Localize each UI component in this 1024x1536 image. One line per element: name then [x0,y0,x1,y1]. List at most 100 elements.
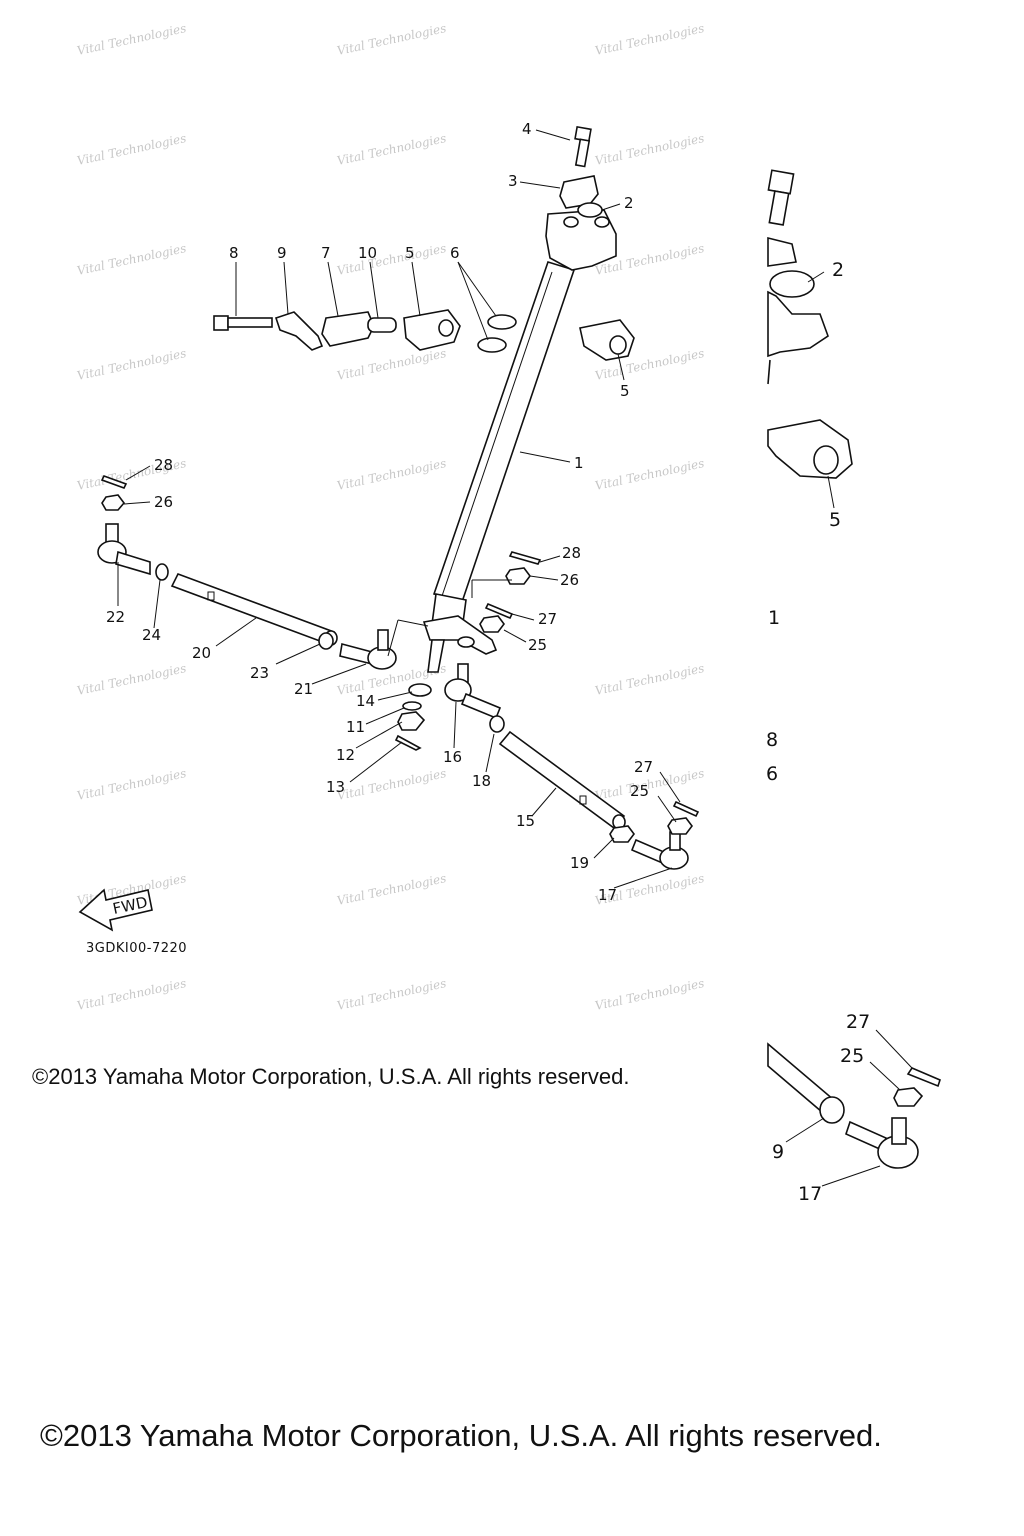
part-label-23: 23 [250,664,269,682]
watermark: Vital Technologies [594,976,706,1013]
washer-part-14 [408,683,432,697]
part-label-5-right: 5 [620,382,630,400]
nut-part-19 [609,825,635,843]
plate-part-7 [321,311,375,347]
bushing-part-2 [577,202,603,218]
watermark-layer: Vital Technologies Vital Technologies Vi… [76,21,706,1013]
part-label-16: 16 [443,748,462,766]
cotter-pin-part-13 [394,734,422,751]
tie-rod-end-part-16 [444,663,502,720]
watermark: Vital Technologies [594,456,706,493]
bolt-part-4 [574,125,592,168]
watermark: Vital Technologies [76,21,188,58]
watermark: Vital Technologies [336,131,448,168]
part-label-28-left: 28 [154,456,173,474]
watermark: Vital Technologies [336,456,448,493]
part-label-21: 21 [294,680,313,698]
part-label-1: 1 [574,454,584,472]
zoom-label-8: 8 [766,729,778,751]
part-label-26-center: 26 [560,571,579,589]
part-label-12: 12 [336,746,355,764]
cotter-pin-part-28-center [508,551,542,565]
plate-part-9 [274,311,324,351]
nut-part-23 [318,632,334,650]
watermark: Vital Technologies [594,661,706,698]
watermark: Vital Technologies [336,766,448,803]
copyright-notice-large: ©2013 Yamaha Motor Corporation, U.S.A. A… [40,1418,882,1453]
part-label-18: 18 [472,772,491,790]
zoom-label-6: 6 [766,763,778,785]
nut-part-12 [397,711,426,731]
leader-lines [117,129,681,889]
part-label-11: 11 [346,718,365,736]
watermark: Vital Technologies [594,131,706,168]
part-label-15: 15 [516,812,535,830]
part-label-24: 24 [142,626,161,644]
part-labels-main: 4 3 2 8 9 7 10 5 6 5 1 28 26 22 24 20 23… [106,120,653,904]
part-label-9: 9 [277,244,287,262]
watermark: Vital Technologies [76,346,188,383]
zoomed-detail-fragment: 2 5 1 8 6 27 25 9 17 [766,169,941,1205]
bolt-part-8 [213,315,273,331]
cotter-pin-part-27-center [484,602,514,620]
zoom-label-27: 27 [846,1011,870,1033]
nut-part-25-right [667,817,693,835]
part-label-10: 10 [358,244,377,262]
nut-part-25-center [479,615,505,633]
nut-part-18 [489,715,505,733]
collar-part-10 [367,317,397,333]
copyright-notice-small: ©2013 Yamaha Motor Corporation, U.S.A. A… [32,1064,630,1089]
part-label-19: 19 [570,854,589,872]
steering-shaft [422,209,617,673]
watermark: Vital Technologies [336,346,448,383]
washer-part-11 [402,701,422,711]
tie-rod-end-part-17 [630,831,689,870]
tie-rod-end-part-21 [339,629,397,670]
part-label-25-center: 25 [528,636,547,654]
nut-part-26-center [505,567,531,585]
washer-part-6 [477,314,517,353]
zoom-label-9: 9 [772,1141,784,1163]
clamp-part-5-left [403,309,461,351]
watermark: Vital Technologies [594,21,706,58]
zoom-label-17: 17 [798,1183,822,1205]
part-label-4: 4 [522,120,532,138]
part-label-28-center: 28 [562,544,581,562]
cotter-pin-part-28-left [100,475,128,489]
part-label-22: 22 [106,608,125,626]
nut-part-24 [155,563,169,581]
zoom-label-2: 2 [832,259,844,281]
part-label-14: 14 [356,692,375,710]
watermark: Vital Technologies [76,766,188,803]
part-label-6: 6 [450,244,460,262]
nut-part-26-left [101,494,126,511]
part-label-27-right: 27 [634,758,653,776]
zoom-label-1: 1 [768,607,780,629]
clamp-part-5-right [579,319,635,361]
diagram-code: 3GDKI00-7220 [86,941,188,956]
tie-rod-part-20 [170,572,338,646]
watermark: Vital Technologies [76,976,188,1013]
cotter-pin-part-27-right [672,800,700,818]
part-label-3: 3 [508,172,518,190]
part-label-26-left: 26 [154,493,173,511]
watermark: Vital Technologies [336,241,448,278]
part-label-17: 17 [598,886,617,904]
watermark: Vital Technologies [336,976,448,1013]
zoom-label-25: 25 [840,1045,864,1067]
watermark: Vital Technologies [336,21,448,58]
part-label-5: 5 [405,244,415,262]
part-label-20: 20 [192,644,211,662]
tie-rod-end-part-22 [97,523,151,576]
part-label-27-center: 27 [538,610,557,628]
part-label-7: 7 [321,244,331,262]
watermark: Vital Technologies [76,241,188,278]
zoom-label-5: 5 [829,509,841,531]
watermark: Vital Technologies [76,661,188,698]
watermark: Vital Technologies [76,131,188,168]
part-label-13: 13 [326,778,345,796]
part-label-8: 8 [229,244,239,262]
watermark: Vital Technologies [336,871,448,908]
